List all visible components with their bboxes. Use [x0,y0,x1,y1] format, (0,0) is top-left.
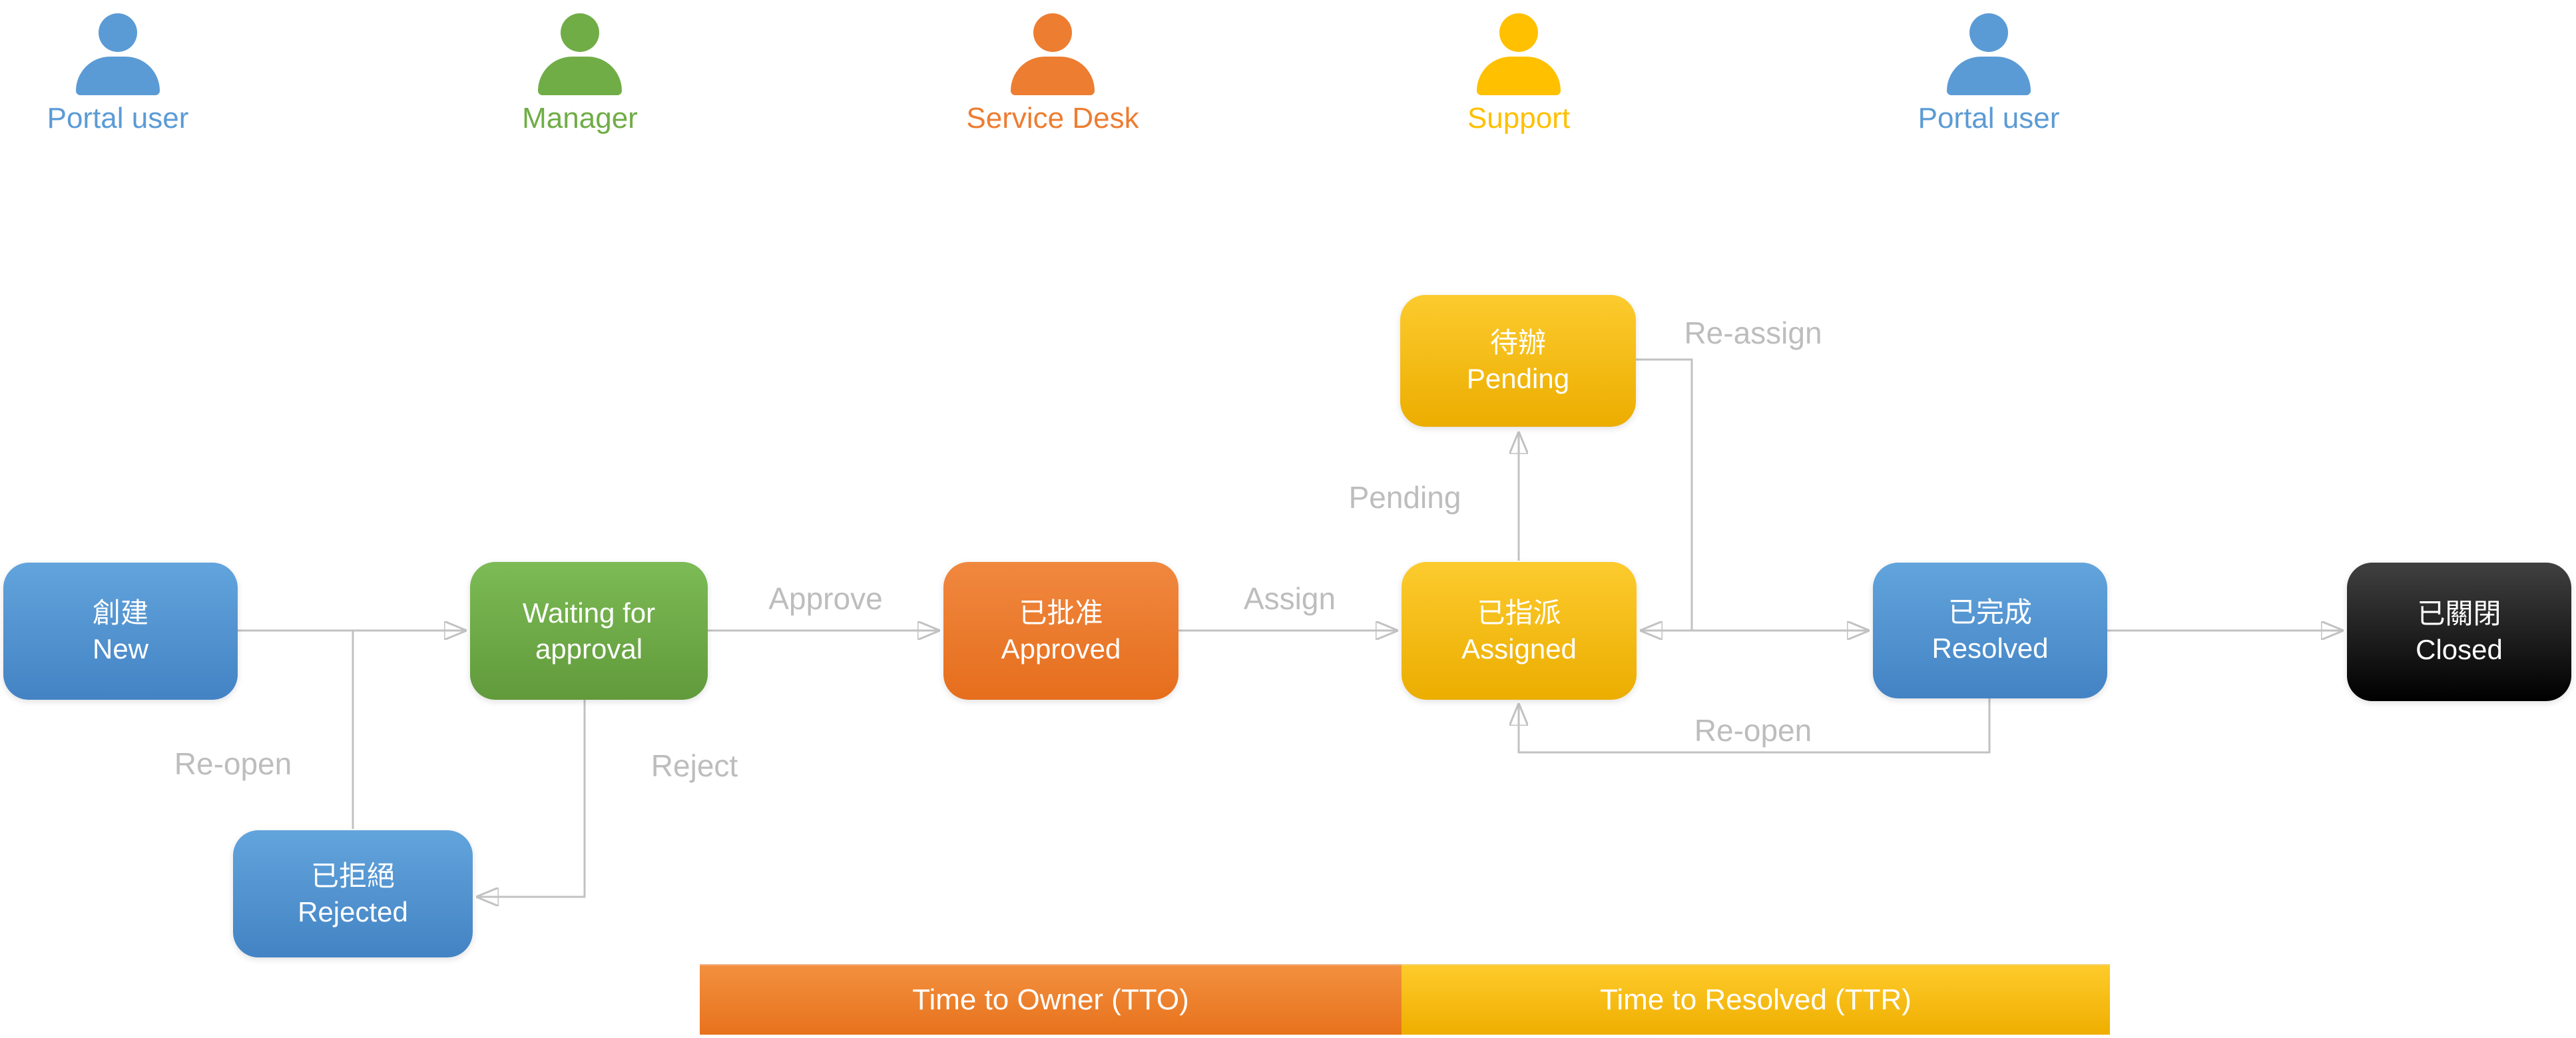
state-label-zh: 已關閉 [2417,598,2501,629]
person-icon [76,57,160,95]
state-label-en: New [92,633,149,664]
person-icon [1011,57,1095,95]
state-label-zh: 已指派 [1477,597,1561,629]
edge-label-pending: Pending [1348,480,1461,515]
state-new: 創建 New [3,563,238,700]
tto-bar: Time to Owner (TTO) [700,964,1402,1035]
person-icon [1499,13,1538,52]
state-label-zh: 已批准 [1019,597,1103,629]
actor-label: Portal user [47,102,189,134]
state-label-en: Assigned [1461,633,1577,664]
state-label-zh: 已完成 [1947,597,2032,628]
edge-label-reassign: Re-assign [1684,316,1822,350]
state-label-zh: 待辦 [1489,327,1546,358]
person-icon [99,13,137,52]
state-label-en: Rejected [298,896,408,927]
edge-pending-reassign-elbow [1636,358,1693,631]
actor-label: Manager [522,102,638,134]
person-icon [1947,57,2031,95]
person-icon [1969,13,2008,52]
state-waiting-for-approval: Waiting for approval [470,562,708,700]
edge-label-reopen-resolved: Re-open [1694,713,1812,748]
edge-label-reopen-rejected: Re-open [174,746,292,781]
state-closed: 已關閉 Closed [2347,563,2571,701]
tto-bar-label: Time to Owner (TTO) [912,983,1189,1016]
ttr-bar-label: Time to Resolved (TTR) [1600,983,1912,1016]
actor-service-desk: Service Desk [953,13,1153,135]
actor-label: Support [1467,102,1571,134]
actor-label: Service Desk [966,102,1139,134]
state-label-en: Closed [2416,634,2503,665]
edge-resolved-reopen-to-assigned [1519,698,1991,754]
person-icon [538,57,622,95]
person-icon [1477,57,1561,95]
state-label-en: Pending [1466,363,1570,394]
edge-label-reject: Reject [650,748,738,783]
state-assigned: 已指派 Assigned [1402,562,1637,700]
actor-manager: Manager [480,13,680,135]
person-icon [561,13,599,52]
actor-support: Support [1419,13,1619,135]
state-label-line1: Waiting for [522,597,656,629]
edge-label-approve: Approve [768,581,883,616]
state-pending: 待辦 Pending [1400,295,1636,427]
edge-label-assign: Assign [1243,581,1336,616]
state-label-en: Resolved [1932,633,2049,664]
edge-waiting-reject-to-rejected [477,700,586,897]
state-label-zh: 創建 [92,597,148,629]
state-rejected: 已拒絕 Rejected [233,830,473,957]
ttr-bar: Time to Resolved (TTR) [1402,964,2110,1035]
person-icon [1033,13,1072,52]
state-approved: 已批准 Approved [943,562,1178,700]
state-resolved: 已完成 Resolved [1873,563,2107,698]
state-label-zh: 已拒絕 [310,860,395,892]
actor-portal-user-right: Portal user [1889,13,2089,135]
state-label-line2: approval [535,633,643,664]
state-label-en: Approved [1001,633,1121,664]
actor-label: Portal user [1918,102,2060,134]
actor-portal-user-left: Portal user [18,13,218,135]
